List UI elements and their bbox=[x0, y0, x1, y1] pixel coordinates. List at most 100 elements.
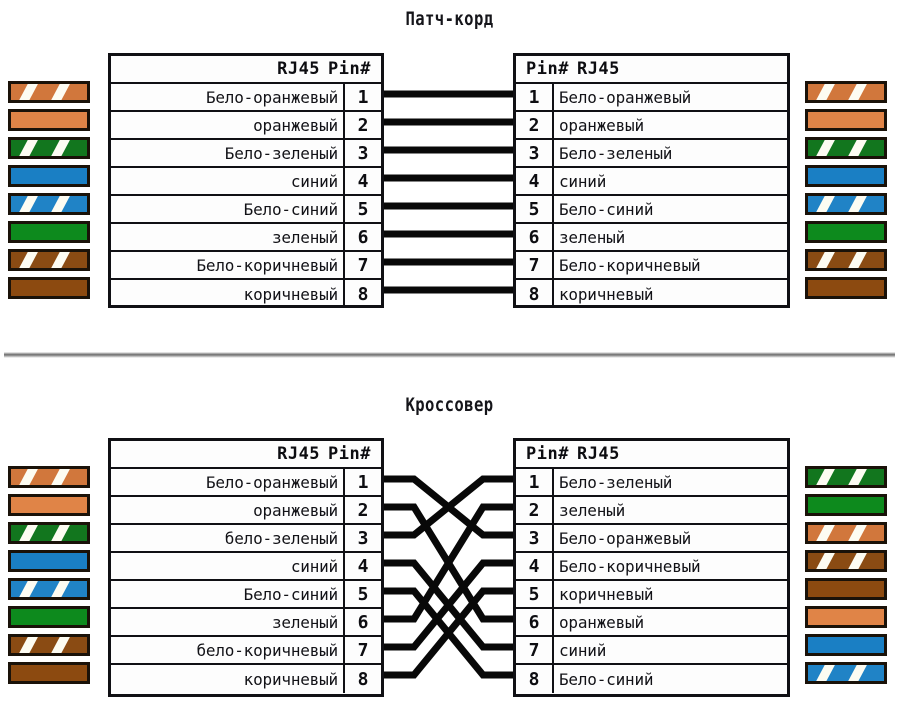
wire-color-name: Бело-зеленый bbox=[224, 143, 338, 163]
swatch-stripe bbox=[841, 196, 872, 212]
wire-color-name: оранжевый bbox=[253, 115, 338, 135]
wire-color-name: Бело-оранжевый bbox=[205, 472, 338, 492]
swatch-stripe bbox=[12, 637, 43, 653]
pin-number: 1 bbox=[516, 84, 554, 110]
wire-path bbox=[384, 475, 513, 539]
wire-color-swatch bbox=[805, 277, 887, 299]
pin-number: 3 bbox=[343, 140, 381, 166]
swatch-stripe bbox=[44, 637, 75, 653]
swatch-stripe bbox=[44, 469, 75, 485]
patch-left-swatch-column bbox=[8, 81, 90, 305]
header-rj45-label: RJ45 bbox=[277, 59, 321, 79]
pin-number: 4 bbox=[343, 553, 381, 579]
wire-color-swatch bbox=[8, 249, 90, 271]
header-rj45-label: RJ45 bbox=[576, 59, 620, 79]
pin-number: 6 bbox=[516, 224, 554, 250]
wire-color-name: зеленый bbox=[559, 227, 626, 247]
pin-number: 5 bbox=[343, 581, 381, 607]
pin-number: 7 bbox=[343, 252, 381, 278]
pin-number: 8 bbox=[343, 280, 381, 308]
swatch-stripe bbox=[12, 252, 43, 268]
wire-color-swatch bbox=[805, 165, 887, 187]
wire-color-swatch bbox=[8, 634, 90, 656]
swatch-stripe bbox=[841, 252, 872, 268]
wire-color-name: оранжевый bbox=[559, 612, 644, 632]
wire-color-swatch bbox=[805, 193, 887, 215]
pin-number: 6 bbox=[516, 609, 554, 635]
wire-color-swatch bbox=[805, 578, 887, 600]
swatch-stripe bbox=[809, 525, 840, 541]
wire-color-name: зеленый bbox=[271, 612, 338, 632]
wire-color-name: Бело-коричневый bbox=[559, 556, 701, 576]
wire-color-swatch bbox=[8, 109, 90, 131]
wire-color-swatch bbox=[8, 550, 90, 572]
header-rj45-label: RJ45 bbox=[576, 444, 620, 464]
pin-number: 6 bbox=[343, 609, 381, 635]
wire-path bbox=[384, 559, 513, 651]
swatch-stripe bbox=[12, 196, 43, 212]
wire-color-swatch bbox=[8, 221, 90, 243]
wire-color-swatch bbox=[8, 522, 90, 544]
wire-color-swatch bbox=[8, 137, 90, 159]
wire-svg bbox=[384, 475, 513, 679]
wire-color-name: Бело-синий bbox=[559, 669, 654, 689]
wire-color-name: Бело-оранжевый bbox=[559, 87, 692, 107]
wire-color-swatch bbox=[805, 466, 887, 488]
swatch-stripe bbox=[809, 252, 840, 268]
pin-number: 3 bbox=[516, 140, 554, 166]
header-pin-label: Pin# bbox=[328, 59, 371, 79]
swatch-stripe bbox=[841, 140, 872, 156]
swatch-stripe bbox=[44, 525, 75, 541]
pin-number: 4 bbox=[516, 553, 554, 579]
wire-color-name: бело-зеленый bbox=[224, 528, 338, 548]
wire-color-name: Бело-оранжевый bbox=[205, 87, 338, 107]
section-divider bbox=[4, 352, 895, 358]
swatch-stripe bbox=[12, 140, 43, 156]
wire-color-swatch bbox=[8, 277, 90, 299]
swatch-stripe bbox=[44, 196, 75, 212]
header-pin-label: Pin# bbox=[328, 444, 371, 464]
wire-color-swatch bbox=[805, 221, 887, 243]
swatch-stripe bbox=[841, 84, 872, 100]
pin-number: 2 bbox=[516, 497, 554, 523]
wire-color-name: бело-коричневый bbox=[196, 640, 339, 660]
pin-number: 2 bbox=[516, 112, 554, 138]
wire-color-name: Бело-зеленый bbox=[559, 143, 673, 163]
wire-path bbox=[384, 503, 513, 623]
pin-number: 7 bbox=[516, 252, 554, 278]
header-rj45-label: RJ45 bbox=[277, 444, 321, 464]
header-pin-label: Pin# bbox=[526, 444, 569, 464]
crossover-wire-bundle bbox=[384, 466, 513, 700]
wire-color-name: коричневый bbox=[559, 584, 654, 604]
wire-color-swatch bbox=[805, 606, 887, 628]
wire-color-swatch bbox=[805, 634, 887, 656]
wire-color-swatch bbox=[8, 165, 90, 187]
pin-number: 1 bbox=[343, 469, 381, 495]
patch-cord-title: Патч-корд bbox=[405, 8, 494, 30]
swatch-stripe bbox=[44, 140, 75, 156]
wire-color-swatch bbox=[8, 662, 90, 684]
swatch-stripe bbox=[841, 665, 872, 681]
patch-left-table-header: RJ45 Pin# bbox=[111, 56, 381, 84]
wire-svg bbox=[384, 90, 513, 294]
